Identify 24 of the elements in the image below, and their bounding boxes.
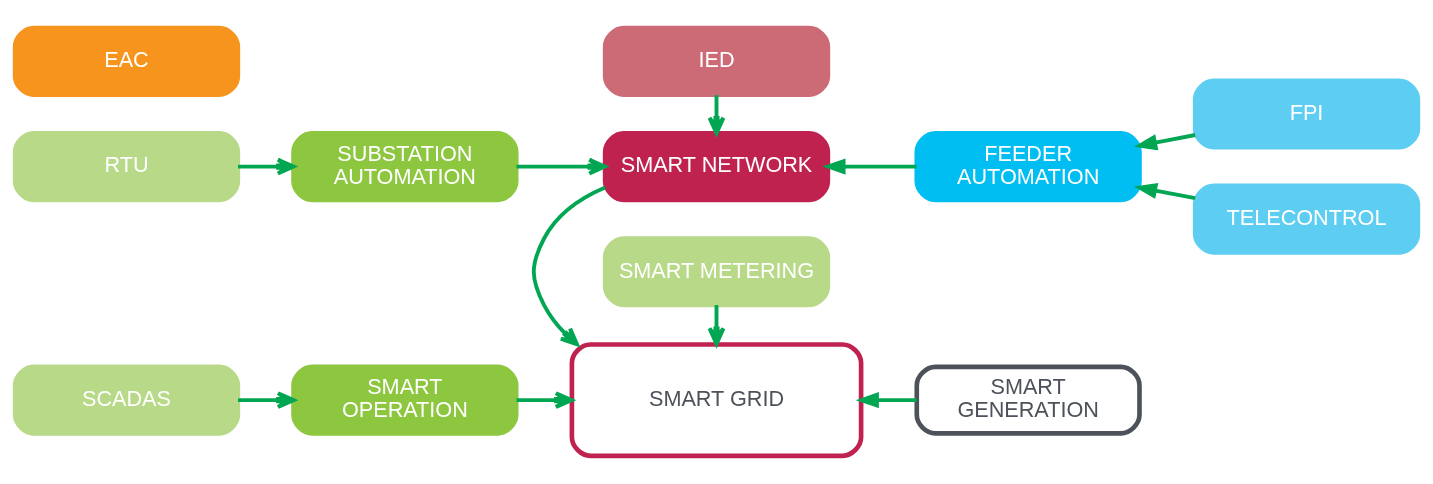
arrow bbox=[1133, 182, 1196, 201]
arrow bbox=[707, 95, 726, 136]
arrow bbox=[516, 391, 574, 410]
arrow bbox=[707, 305, 726, 346]
node-box: SMART GRID bbox=[569, 342, 864, 459]
node-box: SMART GENERATION bbox=[914, 364, 1142, 436]
arrow bbox=[238, 157, 296, 176]
node-box: EAC bbox=[12, 25, 241, 97]
node-box: SMART METERING bbox=[602, 236, 831, 308]
arrow bbox=[855, 392, 917, 409]
node-box: SMART OPERATION bbox=[291, 364, 519, 436]
node-box: IED bbox=[602, 25, 831, 97]
arrow bbox=[1133, 133, 1196, 151]
node-box: TELECONTROL bbox=[1192, 183, 1421, 255]
arrow bbox=[516, 157, 607, 176]
node-box: RTU bbox=[12, 131, 241, 203]
arrow bbox=[822, 158, 917, 175]
node-box: SUBSTATION AUTOMATION bbox=[291, 131, 519, 203]
node-box: SMART NETWORK bbox=[602, 131, 831, 203]
arrow bbox=[531, 185, 606, 347]
node-box: FPI bbox=[1192, 78, 1421, 150]
arrow bbox=[238, 391, 296, 410]
node-box: FEEDER AUTOMATION bbox=[914, 131, 1142, 203]
node-box: SCADAS bbox=[12, 364, 241, 436]
